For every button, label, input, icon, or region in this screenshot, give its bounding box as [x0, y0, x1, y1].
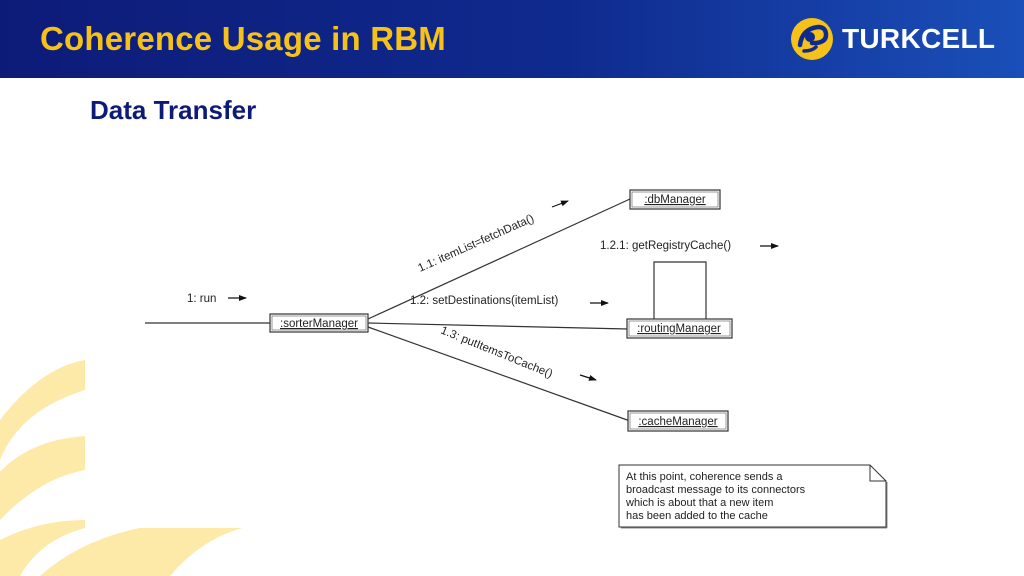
note-line-3: which is about that a new item	[625, 497, 773, 509]
object-cachemanager: :cacheManager	[627, 410, 729, 432]
object-dbmanager: :dbManager	[629, 189, 721, 210]
routing-self-loop	[653, 261, 707, 319]
link-sorter-routing	[367, 322, 629, 330]
message-run: 1: run	[187, 293, 216, 305]
message-put: 1.3: putItemsToCache()	[439, 325, 554, 381]
object-routingmanager: :routingManager	[626, 318, 733, 339]
link-sorter-db	[367, 198, 631, 320]
slide-title: Coherence Usage in RBM	[40, 20, 446, 57]
note-line-4: has been added to the cache	[626, 510, 768, 522]
object-label-cache: :cacheManager	[638, 416, 717, 428]
object-sortermanager: :sorterManager	[269, 313, 369, 333]
message-registry: 1.2.1: getRegistryCache()	[600, 240, 731, 252]
object-label-db: :dbManager	[644, 194, 706, 206]
object-label-sorter: :sorterManager	[280, 318, 358, 330]
turkcell-logo-icon	[791, 18, 833, 60]
note-line-1: At this point, coherence sends a	[626, 471, 783, 483]
arrow-fetch	[551, 200, 569, 208]
turkcell-logo: TURKCELL	[788, 14, 995, 64]
message-dest: 1.2: setDestinations(itemList)	[410, 295, 558, 307]
note-box: At this point, coherence sends a broadca…	[618, 464, 888, 529]
arrow-put	[579, 374, 597, 381]
link-sorter-cache	[367, 326, 631, 422]
note-line-2: broadcast message to its connectors	[626, 484, 806, 496]
object-label-routing: :routingManager	[637, 323, 721, 335]
slide-header: Coherence Usage in RBM TURKCELL	[0, 0, 1024, 78]
slide-subtitle: Data Transfer	[90, 95, 257, 125]
brand-name: TURKCELL	[842, 23, 996, 54]
message-fetch: 1.1: itemList=fetchData()	[416, 213, 536, 275]
